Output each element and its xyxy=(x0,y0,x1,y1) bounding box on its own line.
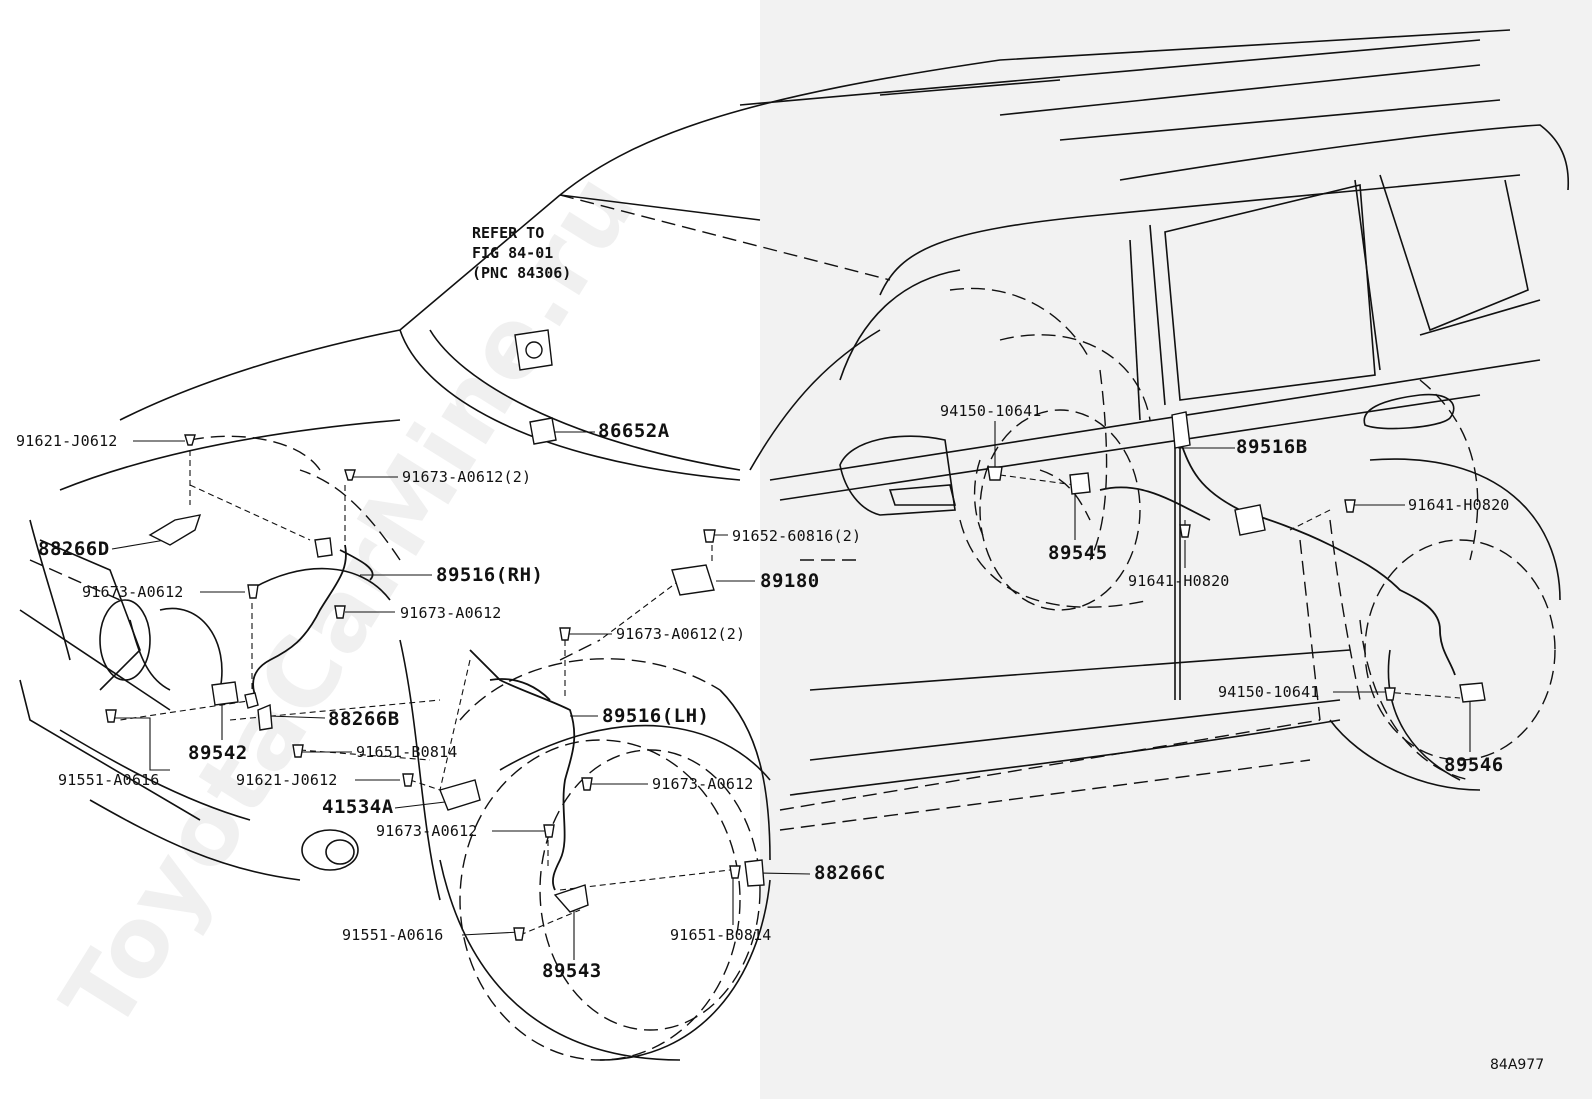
label-89516b[interactable]: 89516B xyxy=(1236,436,1308,458)
component-parts xyxy=(105,329,1486,941)
label-88266c[interactable]: 88266C xyxy=(814,862,886,884)
refer-line-2: FIG 84-01 xyxy=(472,244,554,262)
label-89180[interactable]: 89180 xyxy=(760,570,820,592)
label-94150-10641-low[interactable]: 94150-10641 xyxy=(1218,683,1320,701)
label-86652a[interactable]: 86652A xyxy=(598,420,670,442)
label-91673-a0612-lower[interactable]: 91673-A0612 xyxy=(376,822,478,840)
refer-line-3: (PNC 84306) xyxy=(472,264,572,282)
label-91673-a0612-mid[interactable]: 91673-A0612 xyxy=(400,604,502,622)
label-89546[interactable]: 89546 xyxy=(1444,754,1504,776)
label-88266b[interactable]: 88266B xyxy=(328,708,400,730)
label-91621-j0612-top[interactable]: 91621-J0612 xyxy=(16,432,118,450)
figure-code: 84A977 xyxy=(1490,1057,1545,1073)
label-91551-a0616-left[interactable]: 91551-A0616 xyxy=(58,771,160,789)
label-91673-a0612-left[interactable]: 91673-A0612 xyxy=(82,583,184,601)
refer-line-1: REFER TO xyxy=(472,224,545,242)
label-91641-h0820-mid[interactable]: 91641-H0820 xyxy=(1128,572,1230,590)
vehicle-body-outline xyxy=(19,29,1570,1061)
label-91621-j0612-low[interactable]: 91621-J0612 xyxy=(236,771,338,789)
label-89516-lh[interactable]: 89516(LH) xyxy=(602,705,710,727)
label-89543[interactable]: 89543 xyxy=(542,960,602,982)
label-91673-a0612-low[interactable]: 91673-A0612 xyxy=(652,775,754,793)
shaded-background-panel xyxy=(760,0,1592,1099)
label-91673-a0612-2-mid[interactable]: 91673-A0612(2) xyxy=(616,625,746,643)
label-94150-10641-top[interactable]: 94150-10641 xyxy=(940,402,1042,420)
hidden-lines xyxy=(29,194,1556,1061)
label-41534a[interactable]: 41534A xyxy=(322,796,394,818)
label-91673-a0612-2-top[interactable]: 91673-A0612(2) xyxy=(402,468,532,486)
label-91651-b0814-low[interactable]: 91651-B0814 xyxy=(670,926,772,944)
refer-note: REFER TO FIG 84-01 (PNC 84306) xyxy=(472,223,571,283)
label-91641-h0820-right[interactable]: 91641-H0820 xyxy=(1408,496,1510,514)
label-91551-a0616-low[interactable]: 91551-A0616 xyxy=(342,926,444,944)
label-91652-60816-2[interactable]: 91652-60816(2) xyxy=(732,527,862,545)
wiring-harnesses xyxy=(252,439,1456,891)
label-89516-rh[interactable]: 89516(RH) xyxy=(436,564,544,586)
label-89542[interactable]: 89542 xyxy=(188,742,248,764)
label-88266d[interactable]: 88266D xyxy=(38,538,110,560)
label-89545[interactable]: 89545 xyxy=(1048,542,1108,564)
label-91651-b0814-left[interactable]: 91651-B0814 xyxy=(356,743,458,761)
